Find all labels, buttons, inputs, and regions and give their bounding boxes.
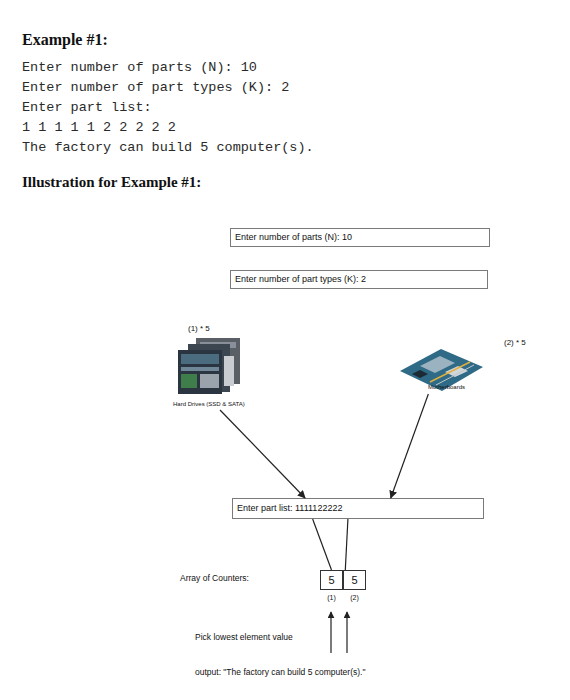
- input-box: Enter part list: 1111122222: [232, 498, 484, 519]
- hard-drive-group: (1) * 5 Hard Drives (SSD & SATA): [172, 322, 252, 410]
- section-heading: Illustration for Example #1:: [22, 174, 201, 191]
- connector-line: [345, 519, 348, 570]
- example-heading: Example #1:: [22, 31, 108, 49]
- console-line: 1 1 1 1 1 2 2 2 2 2: [22, 120, 176, 135]
- console-line: Enter number of parts (N): 10: [22, 60, 257, 75]
- node-label: (2) * 5: [504, 338, 526, 347]
- node-label: 5: [321, 574, 342, 586]
- console-line: The factory can build 5 computer(s).: [22, 140, 314, 155]
- flow-arrow: [391, 394, 429, 498]
- console-line: Enter number of part types (K): 2: [22, 80, 289, 95]
- node-caption: (1): [321, 594, 342, 601]
- node-caption: Motherboards: [428, 384, 465, 390]
- connector-line: [313, 519, 332, 570]
- motherboard-picture: [400, 349, 483, 391]
- node-caption: Hard Drives (SSD & SATA): [173, 401, 245, 407]
- output-note: output: "The factory can build 5 compute…: [195, 667, 365, 677]
- node-label: (1) * 5: [188, 324, 210, 333]
- pointer-arrows: [331, 612, 347, 653]
- node-label: Enter number of part types (K): 2: [235, 274, 366, 284]
- node-label: 5: [344, 574, 365, 586]
- instruction-note: Pick lowest element value: [195, 632, 293, 642]
- input-box: Enter number of part types (K): 2: [230, 270, 488, 289]
- console-line: Enter part list:: [22, 100, 152, 115]
- array-caption: Array of Counters:: [180, 573, 249, 583]
- hard-drive-picture: [178, 338, 240, 394]
- node-label: Enter part list: 1111122222: [237, 503, 342, 513]
- flow-arrow: [220, 410, 305, 498]
- input-box: Enter number of parts (N): 10: [230, 228, 490, 247]
- node-caption: (2): [344, 594, 365, 601]
- motherboard-group: (2) * 5 Motherboards: [398, 336, 530, 394]
- counter-cell: 5(2): [343, 570, 366, 590]
- counter-cell: 5(1): [320, 570, 343, 590]
- node-label: Enter number of parts (N): 10: [235, 232, 352, 242]
